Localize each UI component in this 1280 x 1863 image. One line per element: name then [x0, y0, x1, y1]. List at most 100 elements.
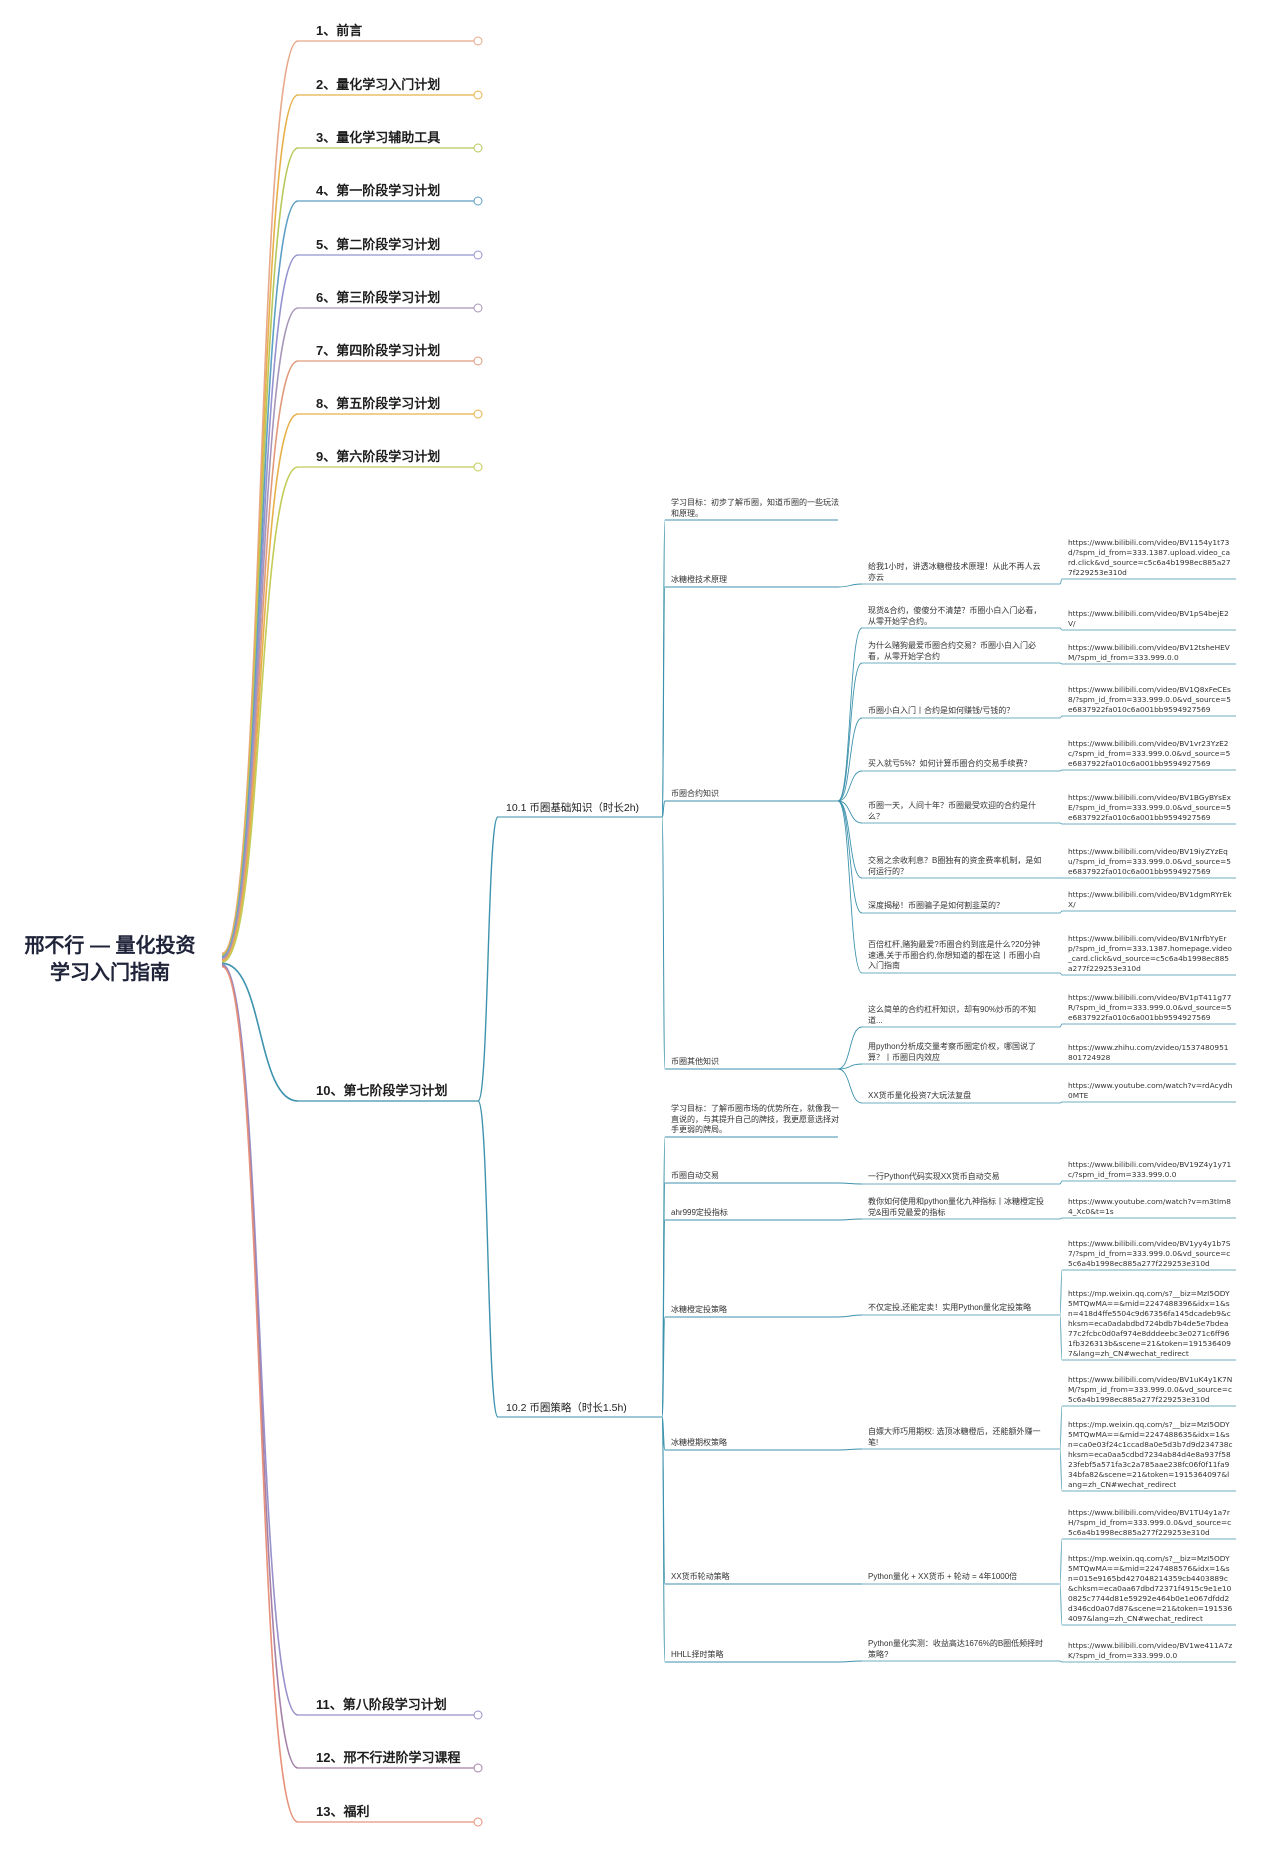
topic-node[interactable]: 币圈其他知识 [671, 1057, 719, 1066]
video-link[interactable]: https://www.bilibili.com/video/BV1154y1t… [1068, 538, 1231, 578]
video-title: 这么简单的合约杠杆知识，却有90%炒币的不知道... [868, 1005, 1037, 1025]
item-connector [837, 1660, 863, 1663]
item-connector [837, 800, 863, 914]
main-branch-12[interactable]: 12、邢不行进阶学习课程 [316, 1750, 461, 1765]
link-connector [1059, 910, 1063, 914]
main-branch-5[interactable]: 5、第二阶段学习计划 [316, 237, 441, 252]
video-link[interactable]: https://www.bilibili.com/video/BV1dgmRYr… [1068, 890, 1232, 910]
video-link[interactable]: https://www.bilibili.com/video/BV1vr23Yz… [1068, 739, 1231, 769]
main-branch-13[interactable]: 13、福利 [316, 1804, 370, 1819]
video-link[interactable]: https://www.bilibili.com/video/BV1pS4bej… [1068, 609, 1229, 629]
video-title: 币圈一天，人间十年？币圈最受欢迎的合约是什么？ [868, 801, 1036, 821]
item-connector [837, 662, 863, 802]
topic-node[interactable]: HHLL择时策略 [671, 1650, 724, 1659]
section-2[interactable]: 10.2 币圈策略（时长1.5h) [506, 1402, 627, 1414]
video-link[interactable]: https://www.bilibili.com/video/BV1pT411g… [1068, 993, 1232, 1023]
learning-goal: 学习目标：初步了解币圈，知道币圈的一些玩法和原理。 [671, 498, 839, 518]
item-connector [837, 1182, 863, 1185]
collapse-toggle-icon[interactable] [473, 1763, 483, 1773]
video-title: XX货币量化投资7大玩法复盘 [868, 1091, 972, 1100]
topic-connector [661, 586, 666, 818]
video-link[interactable]: https://www.youtube.com/watch?v=m3tIm84_… [1068, 1197, 1231, 1217]
topic-node[interactable]: 冰糖橙技术原理 [671, 575, 727, 584]
branch-connector [221, 962, 299, 1102]
topic-node[interactable]: ahr999定投指标 [671, 1208, 728, 1217]
item-connector [837, 1063, 863, 1070]
video-title: 买入就亏5%？如何计算币圈合约交易手续费？ [868, 759, 1032, 768]
video-title: 百倍杠杆,赌狗最爱?币圈合约到底是什么?20分钟速通,关于币圈合约,你想知道的都… [868, 940, 1041, 971]
link-connector [1059, 1101, 1063, 1104]
video-link[interactable]: https://www.bilibili.com/video/BV1Q8xFeC… [1068, 685, 1232, 715]
section-1[interactable]: 10.1 币圈基础知识（时长2h) [506, 802, 640, 814]
topic-connector [661, 1416, 666, 1451]
collapse-toggle-icon[interactable] [473, 1817, 483, 1827]
item-connector [837, 1448, 863, 1451]
video-title: Python量化 + XX货币 + 轮动 = 4年1000倍 [868, 1572, 1018, 1581]
collapse-toggle-icon[interactable] [473, 1710, 483, 1720]
section-connector [477, 816, 499, 1102]
video-link[interactable]: https://www.bilibili.com/video/BV19Z4y1y… [1068, 1160, 1232, 1180]
collapse-toggle-icon[interactable] [473, 462, 483, 472]
collapse-toggle-icon[interactable] [473, 303, 483, 313]
video-link[interactable]: https://mp.weixin.qq.com/s?__biz=MzI5ODY… [1068, 1554, 1233, 1624]
main-branch-2[interactable]: 2、量化学习入门计划 [316, 77, 441, 92]
video-link[interactable]: https://www.zhihu.com/zvideo/15374809518… [1068, 1043, 1229, 1063]
video-title: Python量化实测：收益高达1676%的B圈低频择时策略? [868, 1639, 1044, 1659]
collapse-toggle-icon[interactable] [473, 196, 483, 206]
collapse-toggle-icon[interactable] [473, 36, 483, 46]
branch-connector [221, 413, 299, 962]
video-link[interactable]: https://www.bilibili.com/video/BV1TU4y1a… [1068, 1508, 1232, 1538]
collapse-toggle-icon[interactable] [473, 250, 483, 260]
main-branch-4[interactable]: 4、第一阶段学习计划 [316, 183, 441, 198]
link-connector [1059, 662, 1063, 665]
link-connector [1059, 822, 1063, 825]
video-title: 现货&合约，傻傻分不清楚？币圈小白入门必看，从零开始学合约。 [868, 606, 1042, 626]
video-link[interactable]: https://www.youtube.com/watch?v=rdAcydh0… [1068, 1081, 1233, 1101]
topic-node[interactable]: 冰糖橙期权策略 [671, 1438, 727, 1447]
learning-goal: 学习目标：了解币圈市场的优势所在，就像我一直说的，与其提升自己的牌技，我更愿意选… [671, 1104, 839, 1135]
link-connector [1059, 1314, 1063, 1361]
topic-node[interactable]: 冰糖橙定投策略 [671, 1305, 727, 1314]
video-link[interactable]: https://mp.weixin.qq.com/s?__biz=MzI5ODY… [1068, 1420, 1233, 1490]
section-connector [477, 1100, 499, 1418]
video-link[interactable]: https://mp.weixin.qq.com/s?__biz=MzI5ODY… [1068, 1289, 1231, 1359]
main-branch-11[interactable]: 11、第八阶段学习计划 [316, 1697, 447, 1712]
video-link[interactable]: https://www.bilibili.com/video/BV12tsheH… [1068, 643, 1230, 663]
link-connector [1059, 1269, 1063, 1316]
main-branch-1[interactable]: 1、前言 [316, 23, 363, 38]
main-branch-6[interactable]: 6、第三阶段学习计划 [316, 290, 441, 305]
link-connector [1059, 715, 1063, 719]
link-connector [1059, 1660, 1063, 1663]
video-title: 交易之余收利息？B圈独有的资金费率机制，是如何运行的？ [868, 856, 1042, 876]
collapse-toggle-icon[interactable] [473, 409, 483, 419]
item-connector [837, 800, 863, 824]
video-link[interactable]: https://www.bilibili.com/video/BV1uK4y1K… [1068, 1375, 1233, 1405]
item-connector [837, 1314, 863, 1318]
video-link[interactable]: https://www.bilibili.com/video/BV19iyZYz… [1068, 847, 1231, 877]
collapse-toggle-icon[interactable] [473, 143, 483, 153]
collapse-toggle-icon[interactable] [473, 90, 483, 100]
main-branch-9[interactable]: 9、第六阶段学习计划 [316, 449, 441, 464]
topic-node[interactable]: XX货币轮动策略 [671, 1572, 730, 1581]
video-link[interactable]: https://www.bilibili.com/video/BV1BGyBYs… [1068, 793, 1232, 823]
collapse-toggle-icon[interactable] [473, 356, 483, 366]
item-connector [837, 1218, 863, 1221]
main-branch-3[interactable]: 3、量化学习辅助工具 [316, 130, 441, 145]
video-link[interactable]: https://www.bilibili.com/video/BV1yy4y1b… [1068, 1239, 1231, 1269]
video-title: 教你如何使用和python量化九神指标丨冰糖橙定投党&囤币党最爱的指标 [868, 1197, 1045, 1217]
topic-node[interactable]: 币圈自动交易 [671, 1171, 719, 1180]
main-branch-8[interactable]: 8、第五阶段学习计划 [316, 396, 441, 411]
video-link[interactable]: https://www.bilibili.com/video/BV1NrfbYy… [1068, 934, 1232, 974]
topic-node[interactable]: 币圈合约知识 [671, 789, 719, 798]
link-connector [1059, 972, 1063, 976]
link-connector [1059, 1180, 1063, 1185]
video-title: 不仅定投,还能定卖！实用Python量化定投策略 [868, 1303, 1032, 1312]
branch-connector [221, 360, 299, 961]
video-link[interactable]: https://www.bilibili.com/video/BV1we411A… [1068, 1641, 1233, 1661]
main-branch-7[interactable]: 7、第四阶段学习计划 [316, 343, 441, 358]
topic-connector [661, 816, 666, 1070]
root-topic: 邢不行 — 量化投资学习入门指南 [24, 935, 196, 984]
main-branch-10[interactable]: 10、第七阶段学习计划 [316, 1083, 448, 1098]
topic-connector [661, 1416, 666, 1663]
